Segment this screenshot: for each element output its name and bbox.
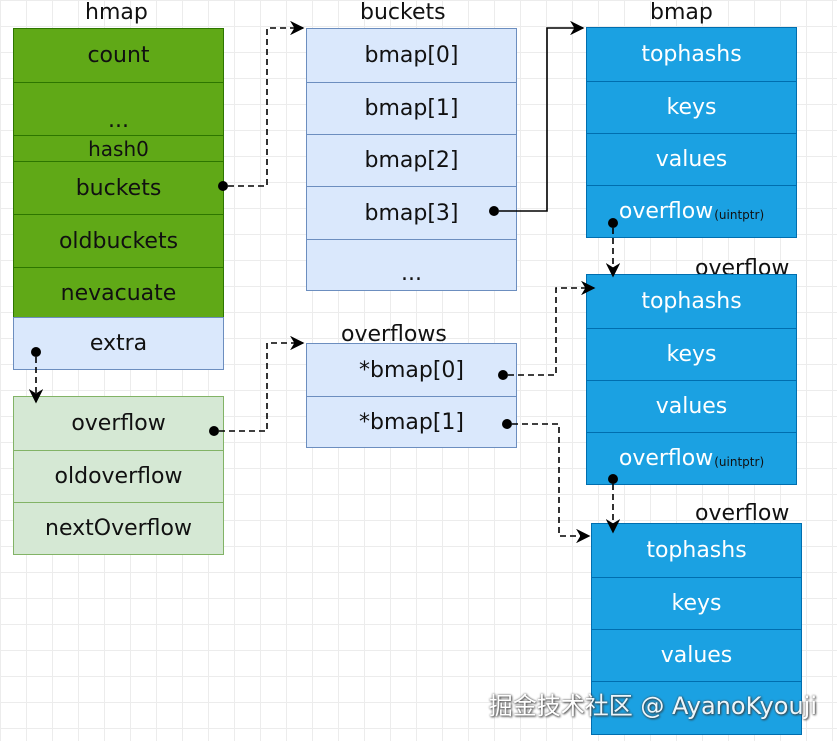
bmap-overflow-type: (uintptr) xyxy=(714,207,765,222)
hmap-field-count: count xyxy=(87,43,150,68)
buckets-array: bmap[0] bmap[1] bmap[2] bmap[3] ... xyxy=(306,28,517,291)
mapextra-field-overflow: overflow xyxy=(71,411,166,436)
bmap-field-keys: keys xyxy=(587,81,796,133)
buckets-title: buckets xyxy=(360,0,446,25)
overflow-bmap-1: tophashs keys values overflow(uintptr) xyxy=(586,274,797,485)
overflow-2-field-tophashs: tophashs xyxy=(646,538,747,563)
arrow-hmap-buckets xyxy=(218,20,305,191)
overflow-ptr-0: *bmap[0] xyxy=(358,357,464,383)
hmap-field-ellipsis: ... xyxy=(14,82,223,135)
hmap-extra-label: extra xyxy=(89,331,148,356)
bmap-overflow-label: overflow xyxy=(618,199,714,224)
bmap-title: bmap xyxy=(650,0,713,25)
hmap-struct: count ... hash0 buckets oldbuckets nevac… xyxy=(13,28,224,318)
hmap-title: hmap xyxy=(85,0,148,25)
bmap-field-tophashs: tophashs xyxy=(641,42,742,67)
bmap-struct: tophashs keys values overflow(uintptr) xyxy=(586,27,797,238)
hmap-field-buckets: buckets xyxy=(14,161,223,214)
hmap-field-extra: extra xyxy=(13,317,224,370)
overflow-1-field-values: values xyxy=(587,380,796,432)
bucket-2: bmap[2] xyxy=(307,134,516,186)
overflow-1-overflow-type: (uintptr) xyxy=(714,454,765,469)
hmap-field-oldbuckets: oldbuckets xyxy=(14,214,223,267)
overflow-1-field-overflow: overflow(uintptr) xyxy=(587,432,796,484)
mapextra-field-nextoverflow: nextOverflow xyxy=(14,502,223,554)
hmap-field-nevacuate: nevacuate xyxy=(14,267,223,318)
overflow-bmap-2: tophashs keys values xyxy=(591,523,802,735)
overflow-ptr-1: *bmap[1] xyxy=(307,396,516,447)
overflow-bmap-2-title: overflow xyxy=(695,501,790,526)
bucket-3: bmap[3] xyxy=(307,186,516,239)
bucket-1: bmap[1] xyxy=(307,82,516,134)
bucket-0: bmap[0] xyxy=(364,43,459,68)
overflow-2-field-keys: keys xyxy=(592,577,801,629)
mapextra-struct: overflow oldoverflow nextOverflow xyxy=(13,396,224,555)
hmap-field-hash0: hash0 xyxy=(14,135,223,161)
overflow-2-field-overflow xyxy=(592,681,801,734)
overflow-2-field-values: values xyxy=(592,629,801,681)
overflow-1-field-keys: keys xyxy=(587,328,796,380)
overflow-1-overflow-label: overflow xyxy=(618,446,714,471)
overflow-1-field-tophashs: tophashs xyxy=(641,289,742,314)
overflows-array: *bmap[0] *bmap[1] xyxy=(306,343,517,448)
overflows-title: overflows xyxy=(341,322,447,347)
bucket-ellipsis: ... xyxy=(307,239,516,290)
bmap-field-overflow: overflow(uintptr) xyxy=(587,185,796,237)
watermark: 掘金技术社区 @ AyanoKyouji xyxy=(488,692,817,720)
mapextra-field-oldoverflow: oldoverflow xyxy=(14,450,223,502)
bmap-field-values: values xyxy=(587,133,796,185)
